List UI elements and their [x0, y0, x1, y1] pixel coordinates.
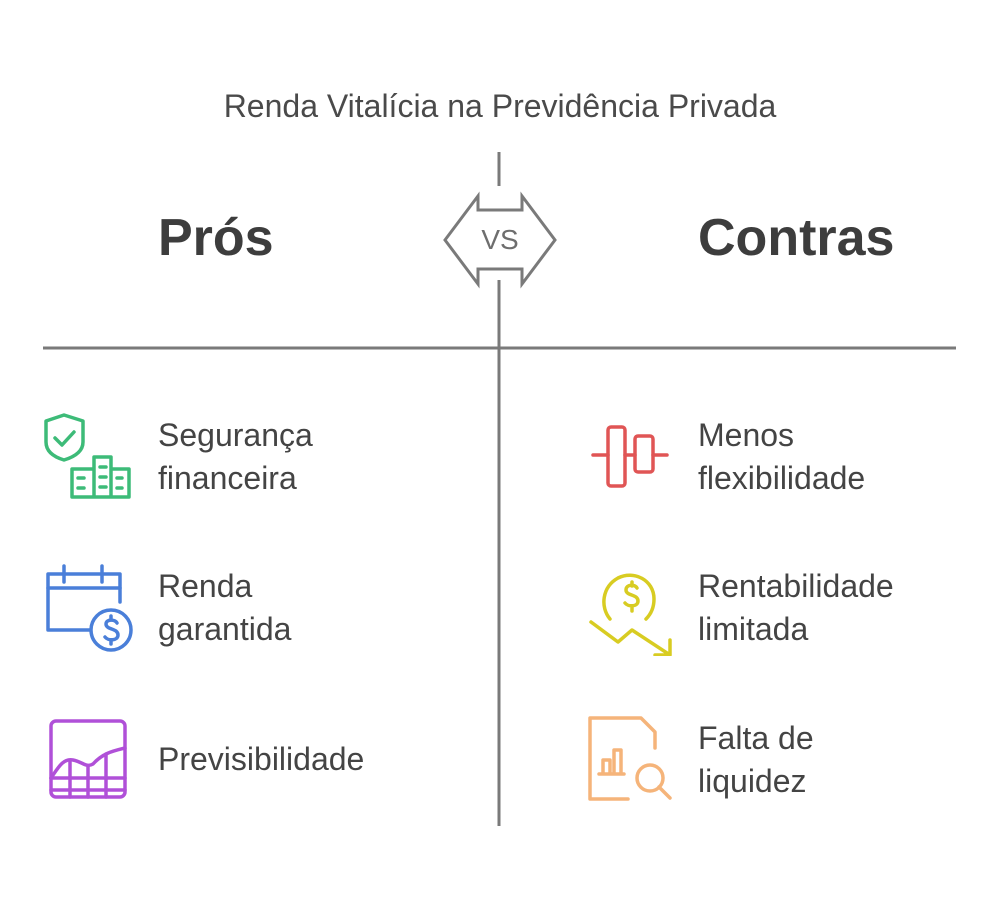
- con-item: Falta de liquidez: [698, 717, 814, 803]
- cons-heading: Contras: [698, 209, 895, 267]
- con-item: Rentabilidade limitada: [698, 565, 894, 651]
- diagram-title: Renda Vitalícia na Previdência Privada: [223, 88, 777, 124]
- con-item-line1: Falta de: [698, 720, 814, 756]
- dollar-down-trend-icon: [589, 573, 672, 656]
- calendar-dollar-icon: [46, 564, 133, 652]
- con-item: Menos flexibilidade: [698, 414, 865, 500]
- vs-double-arrow-icon: [443, 191, 557, 289]
- con-item-line2: flexibilidade: [698, 460, 866, 496]
- shield-buildings-icon: [44, 413, 131, 499]
- con-item-line2: limitada: [698, 611, 809, 647]
- chart-grid-icon: [49, 719, 127, 799]
- vs-label: VS: [481, 224, 519, 255]
- con-item-line1: Menos: [698, 417, 795, 453]
- pro-item-line1: Previsibilidade: [158, 741, 365, 777]
- pro-item-line2: financeira: [158, 460, 297, 496]
- pros-heading: Prós: [158, 209, 274, 267]
- pro-item: Previsibilidade: [158, 738, 364, 781]
- pro-item-line1: Renda: [158, 568, 253, 604]
- con-item-line1: Rentabilidade: [698, 568, 894, 604]
- pro-item-line1: Segurança: [158, 417, 313, 453]
- align-bars-icon: [591, 425, 669, 488]
- con-item-line2: liquidez: [698, 763, 807, 799]
- pro-item: Segurança financeira: [158, 414, 313, 500]
- pro-item: Renda garantida: [158, 565, 291, 651]
- pro-item-line2: garantida: [158, 611, 292, 647]
- document-search-icon: [588, 716, 672, 801]
